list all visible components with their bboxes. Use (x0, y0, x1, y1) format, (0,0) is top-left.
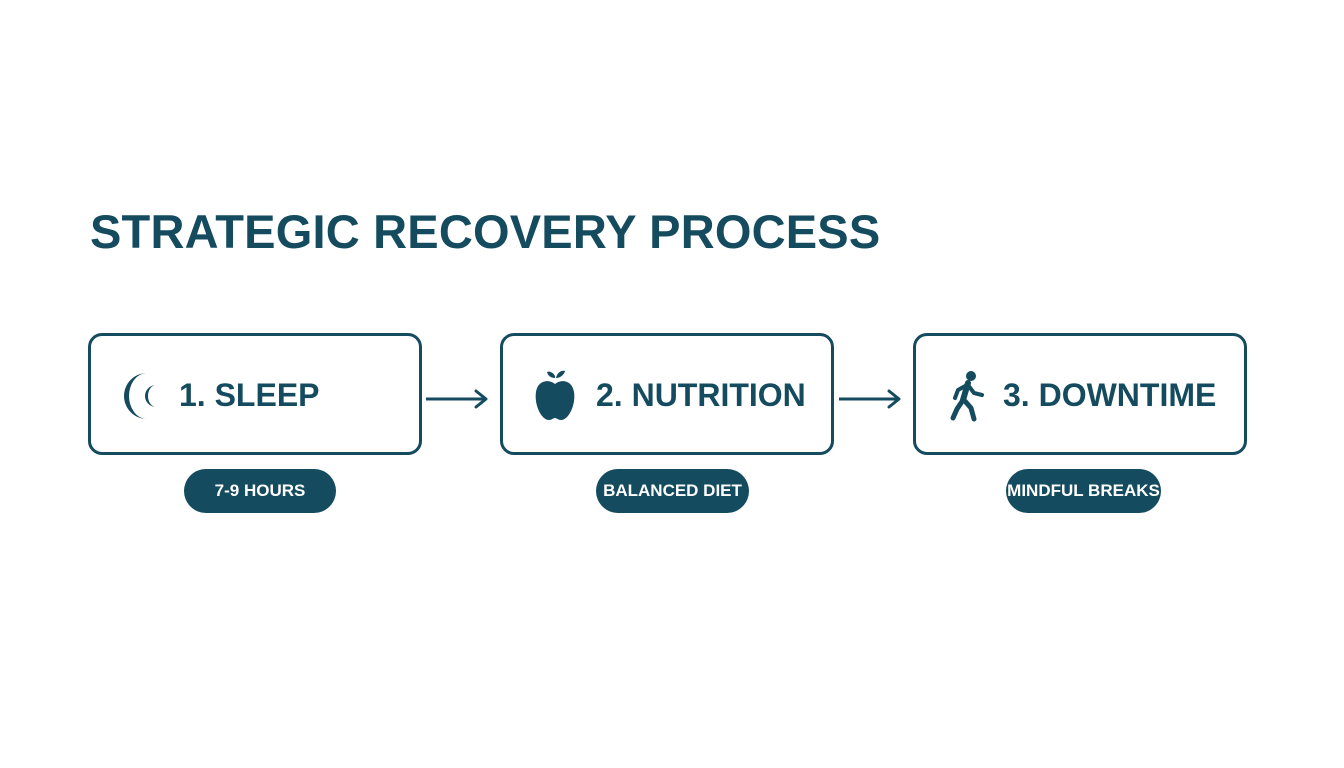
step-sleep-box: 1. SLEEP (88, 333, 422, 455)
arrow-right-icon (839, 389, 901, 409)
nutrition-badge: BALANCED DIET (596, 469, 749, 513)
step-downtime-box: 3. DOWNTIME (913, 333, 1247, 455)
step-nutrition-label: 2. NUTRITION (596, 377, 806, 413)
step-nutrition-box: 2. NUTRITION (500, 333, 834, 455)
moon-icon (124, 373, 156, 419)
step-downtime-label: 3. DOWNTIME (1003, 377, 1217, 413)
walking-person-icon (950, 371, 984, 422)
arrow-right-icon (426, 389, 488, 409)
step-sleep-label: 1. SLEEP (179, 377, 320, 413)
downtime-badge: MINDFUL BREAKS (1006, 469, 1161, 513)
diagram-title: STRATEGIC RECOVERY PROCESS (90, 205, 881, 258)
apple-icon (535, 370, 575, 420)
sleep-duration-badge: 7-9 HOURS (184, 469, 336, 513)
